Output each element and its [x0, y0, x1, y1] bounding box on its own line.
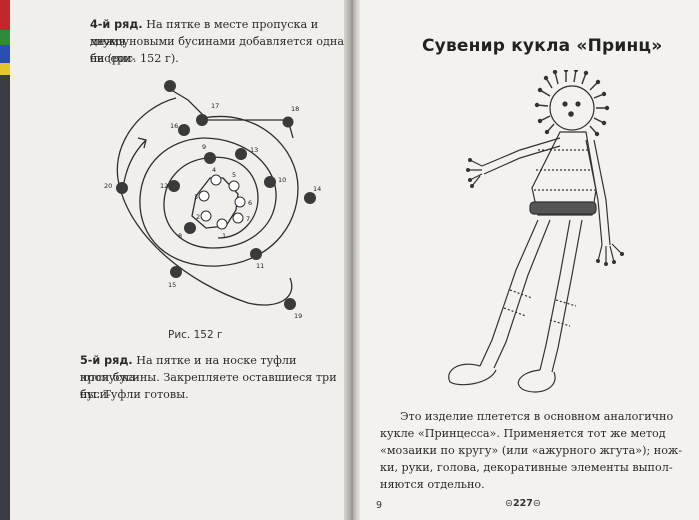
- label-18: 18: [291, 105, 299, 113]
- cover-stripe-red: [0, 0, 12, 30]
- page-number-ornament-right: ⊝: [532, 498, 541, 509]
- spiral-thread-1: [139, 115, 299, 267]
- inner-loop: [207, 156, 259, 239]
- body-line-3: «мозаики по кругу» (или «ажурного жгута»…: [380, 444, 683, 457]
- corner-mark: 9: [376, 500, 383, 511]
- doll-right-leg: [539, 219, 571, 371]
- row5-line-1: На пятке и на носке туфли пропуска-: [80, 354, 297, 384]
- bead-17: [196, 114, 208, 126]
- bead-18: [282, 116, 294, 128]
- doll-left-arm: [481, 137, 561, 167]
- label-16: 16: [170, 122, 178, 130]
- prince-doll-illustration: [448, 70, 624, 393]
- bead-2: [200, 210, 212, 222]
- bead-top: [164, 80, 176, 92]
- row4-line-1: На пятке в месте пропуска и между: [90, 18, 319, 48]
- label-17: 17: [211, 102, 219, 110]
- label-9: 9: [202, 143, 206, 151]
- bead-8: [184, 222, 196, 234]
- label-11: 11: [256, 262, 264, 270]
- arrow-head: [137, 137, 147, 149]
- page-title: Сувенир кукла «Принц»: [422, 36, 663, 56]
- cover-stripe-yellow: [0, 63, 12, 75]
- row4-line-2: двумя новыми бусинами добавляется одна б…: [90, 35, 345, 65]
- label-6: 6: [248, 199, 252, 207]
- row5-paragraph: 5-й ряд. На пятке и на носке туфли пропу…: [80, 352, 350, 386]
- bead-10: [264, 176, 276, 188]
- bead-16: [178, 124, 190, 136]
- label-5: 5: [232, 171, 236, 179]
- outer-thread: [116, 97, 293, 306]
- cover-stripe-dark: [0, 75, 12, 520]
- bead-15: [170, 266, 182, 278]
- doll-right-hand: [597, 243, 623, 264]
- label-12: 12: [160, 182, 168, 190]
- bead-14: [304, 192, 316, 204]
- label-7: 7: [246, 215, 250, 223]
- doll-torso: [531, 131, 597, 216]
- body-line-4: ки, руки, голова, декоративные элементы …: [380, 461, 673, 474]
- bead-11: [250, 248, 262, 260]
- label-1: 1: [222, 232, 226, 240]
- bead-20: [116, 182, 128, 194]
- doll-left-shoe: [448, 363, 497, 386]
- label-20: 20: [104, 182, 112, 190]
- bead-5: [228, 180, 240, 192]
- page-number: ⊝227⊝: [505, 498, 541, 509]
- doll-belt: [529, 201, 597, 215]
- bead-1: [216, 218, 228, 230]
- row5-heading: 5-й ряд.: [80, 354, 133, 367]
- row5-line-3: ны. Туфли готовы.: [80, 388, 189, 401]
- label-8: 8: [178, 232, 182, 240]
- bead-pattern-diagram: 1 2 3 4 5 6 7 8 9 10 11 12 13 14 15 16 1…: [104, 80, 321, 320]
- bead-6: [234, 196, 246, 208]
- row5-line-2: ются бусины. Закрепляете оставшиеся три …: [80, 371, 337, 401]
- body-line-2: кукле «Принцесса». Применяется тот же ме…: [380, 427, 666, 440]
- row4-heading: 4-й ряд.: [90, 18, 143, 31]
- figure-caption: Рис. 152 г: [168, 329, 223, 341]
- doll-right-arm: [585, 139, 603, 246]
- label-13: 13: [250, 146, 258, 154]
- cover-stripe-green: [0, 30, 12, 45]
- doll-left-leg: [479, 219, 539, 367]
- book-gutter: [344, 0, 360, 520]
- page-number-ornament-left: ⊝: [505, 498, 513, 509]
- spiral-thread-2: [163, 137, 277, 249]
- label-19: 19: [294, 312, 302, 320]
- bead-13: [235, 148, 247, 160]
- row4-line-3: на (рис. 152 г).: [90, 52, 179, 65]
- page-number-value: 227: [512, 498, 533, 509]
- label-14: 14: [313, 185, 321, 193]
- row4-paragraph: 4-й ряд. На пятке в месте пропуска и меж…: [90, 16, 340, 50]
- cover-stripe-blue: [0, 45, 12, 63]
- label-3: 3: [194, 193, 198, 201]
- bead-9: [204, 152, 216, 164]
- label-15: 15: [168, 281, 176, 289]
- bead-19: [284, 298, 296, 310]
- label-4: 4: [212, 166, 216, 174]
- doll-right-shoe: [517, 369, 556, 393]
- body-line-5: няются отдельно.: [380, 478, 485, 491]
- label-10: 10: [278, 176, 286, 184]
- bead-3: [198, 190, 210, 202]
- bead-4: [210, 174, 222, 186]
- bead-12: [168, 180, 180, 192]
- doll-head: [549, 85, 595, 131]
- label-2: 2: [196, 213, 200, 221]
- body-line-1: Это изделие плетется в основном аналогич…: [400, 410, 674, 423]
- doll-left-hand: [468, 159, 483, 187]
- right-page: [353, 0, 699, 520]
- bead-7: [232, 212, 244, 224]
